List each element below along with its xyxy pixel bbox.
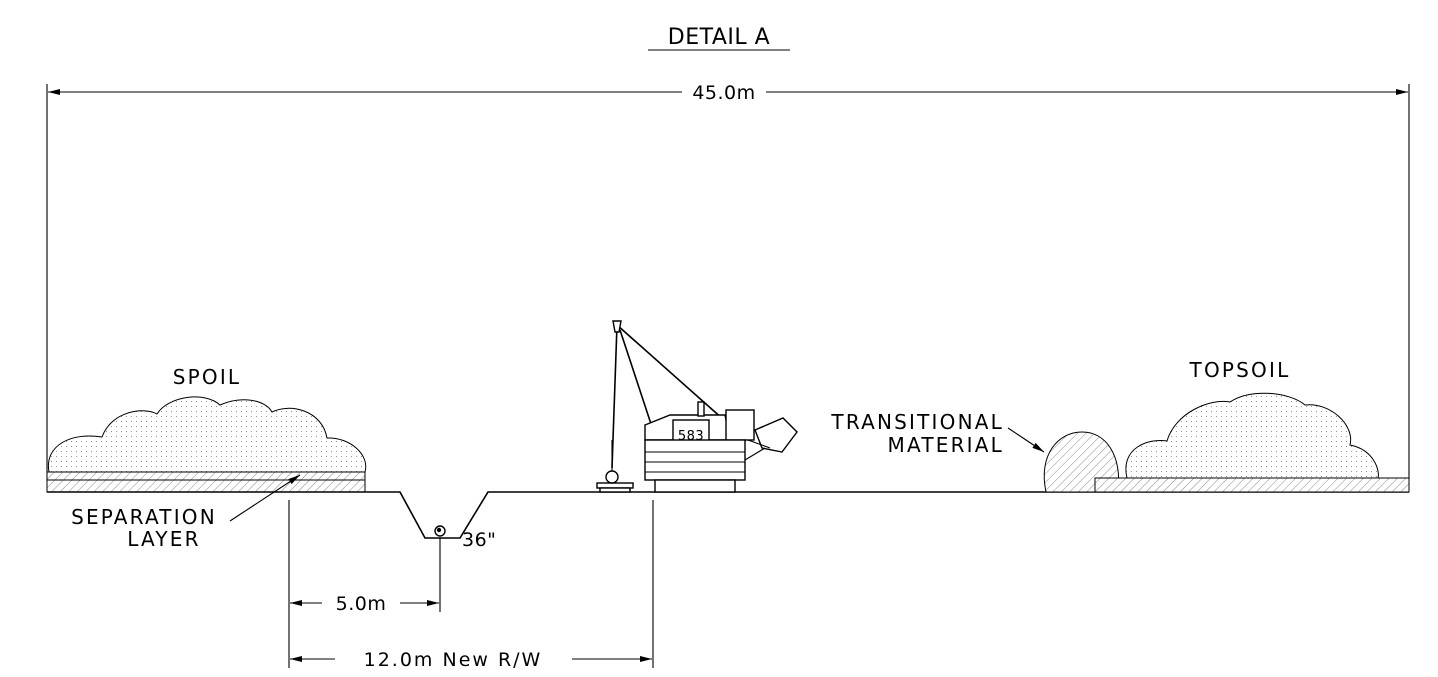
overall-dimension-label: 45.0m [692,82,755,104]
topsoil-pile [1125,392,1379,479]
separation-layer [46,471,366,493]
spoil-pile [47,396,367,473]
topsoil-strip [1094,477,1410,493]
timber-mat [596,482,634,489]
counterweight-arm [747,439,771,449]
spoil-label: SPOIL [173,365,242,389]
transitional-label-line2: MATERIAL [888,433,1004,457]
transitional-leader [1007,427,1045,453]
counterweight-block [754,417,798,453]
ground-line-with-trench [365,491,1409,539]
boom-mast [611,324,618,469]
separation-label-line2: LAYER [127,527,200,551]
sideboom-machine: 583 [596,320,798,493]
exhaust-stack [697,401,705,417]
pipe-inner [436,527,442,533]
row-dimension-label: 12.0m New R/W [364,649,543,671]
track-frame [654,479,736,493]
offset-dimension-label: 5.0m [336,593,387,615]
transitional-material-pile [1043,431,1120,493]
machine-tracks [644,439,746,481]
boom-tip [612,320,622,333]
separation-label-line1: SEPARATION [71,505,217,529]
transitional-label-line1: TRANSITIONAL [830,410,1004,434]
timber-mat-2 [599,487,631,493]
detail-title: DETAIL A [668,25,770,50]
hook-pipe [605,470,619,484]
topsoil-label: TOPSOIL [1189,358,1291,382]
boom-arm [619,329,654,431]
boom-cable [616,324,725,421]
pipe-size-label: 36" [462,529,496,551]
counterweight [725,409,755,441]
counterweight-brace [744,447,766,461]
separation-leader [229,474,301,522]
